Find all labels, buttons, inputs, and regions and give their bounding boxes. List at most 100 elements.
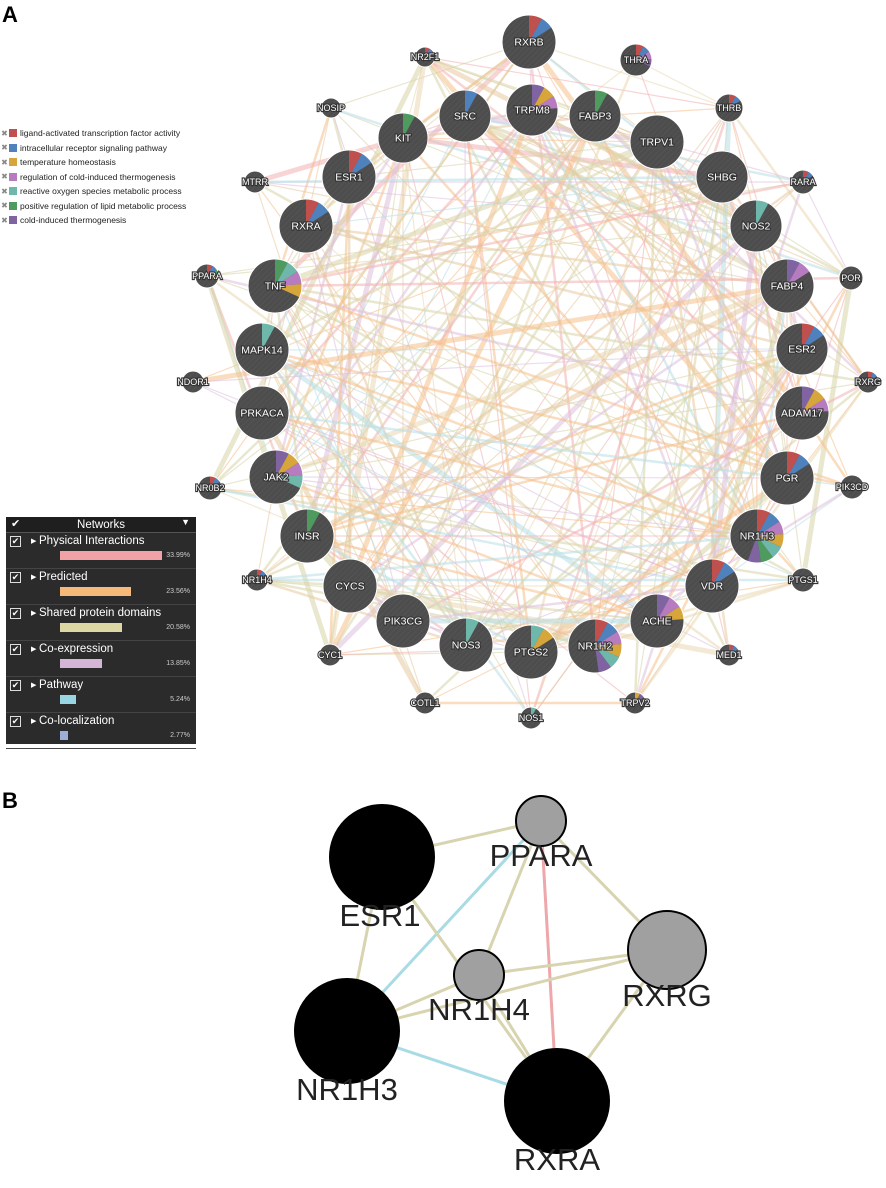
gene-node[interactable]: TRPV2 [619,691,651,715]
expand-caret-icon[interactable]: ▶ [31,574,37,581]
gene-node-outline [438,89,492,143]
gene-node[interactable]: NR1H2 [567,618,623,674]
gene-node[interactable]: ADAM17 [774,385,830,441]
remove-icon[interactable]: ✖ [1,157,8,167]
gene-node[interactable]: VDR [684,558,740,614]
gene-node[interactable]: RARA [789,169,817,195]
legend-item[interactable]: ✖intracellular receptor signaling pathwa… [0,141,186,156]
gene-node[interactable]: NOS1 [518,706,544,730]
gene-node[interactable]: MAPK14 [234,322,290,378]
gene-node[interactable]: COTL1 [409,691,441,715]
expand-caret-icon[interactable]: ▶ [31,538,37,545]
gene-node-outline [501,14,557,70]
gene-node[interactable]: NDOR1 [176,370,210,394]
function-slice [275,271,302,286]
expand-caret-icon[interactable]: ▶ [31,682,37,689]
gene-node[interactable]: PTGS1 [787,567,819,593]
gene-node[interactable]: FABP4 [759,258,815,314]
ppi-node[interactable] [627,910,707,990]
gene-node[interactable]: THRA [619,43,653,77]
networks-header[interactable]: ✔ Networks ▼ [6,517,196,533]
network-label: Co-localization [39,715,115,727]
gene-node[interactable]: NR1H3 [729,508,785,564]
gene-node[interactable]: NR0B2 [194,475,226,501]
network-checkbox[interactable]: ✔ [10,716,21,727]
remove-icon[interactable]: ✖ [1,172,8,182]
ppi-node[interactable] [329,804,435,910]
gene-node[interactable]: ESR2 [775,322,829,376]
gene-node[interactable]: ESR1 [321,149,377,205]
network-edge [273,107,333,287]
gene-node[interactable]: MED1 [715,643,743,667]
gene-node[interactable]: NR2F1 [410,46,440,68]
gene-node[interactable]: CYC1 [317,643,343,667]
network-checkbox[interactable]: ✔ [10,644,21,655]
legend-item[interactable]: ✖temperature homeostasis [0,155,186,170]
remove-icon[interactable]: ✖ [1,143,8,153]
gene-node[interactable]: RXRB [501,14,557,70]
gene-node[interactable]: PIK3CD [835,474,870,500]
gene-node[interactable]: CYCS [322,558,378,614]
gene-node[interactable]: ACHE [629,593,685,649]
gene-node[interactable]: NOS2 [729,199,783,253]
gene-node[interactable]: TRPV1 [629,114,685,170]
ppi-node[interactable] [453,949,505,1001]
gene-node[interactable]: POR [838,265,864,291]
gene-node[interactable]: TNF [247,258,303,314]
network-checkbox[interactable]: ✔ [10,680,21,691]
dropdown-arrow-icon[interactable]: ▼ [181,517,190,527]
gene-node[interactable]: THRB [714,93,744,123]
gene-node[interactable]: RXRG [854,370,882,394]
ppi-node[interactable] [515,795,567,847]
legend-item[interactable]: ✖regulation of cold-induced thermogenesi… [0,170,186,185]
ppi-node[interactable] [504,1048,610,1154]
gene-node-outline [839,474,865,500]
gene-node[interactable]: PGR [759,450,815,506]
gene-node[interactable]: RXRA [278,198,334,254]
gene-node[interactable]: NOSIP [316,97,346,119]
network-edge [349,583,596,649]
expand-caret-icon[interactable]: ▶ [31,610,37,617]
remove-icon[interactable]: ✖ [1,201,8,211]
remove-icon[interactable]: ✖ [1,186,8,196]
check-all-icon[interactable]: ✔ [11,518,21,530]
gene-node[interactable]: PTGS2 [503,624,559,680]
gene-node[interactable]: INSR [279,508,335,564]
gene-node[interactable]: MTRR [241,170,270,194]
network-checkbox[interactable]: ✔ [10,608,21,619]
expand-caret-icon[interactable]: ▶ [31,718,37,725]
gene-node[interactable]: JAK2 [248,449,304,505]
gene-node-label: ACHE [642,616,671,628]
remove-icon[interactable]: ✖ [1,128,8,138]
gene-node-label: NR1H3 [740,531,775,543]
gene-node[interactable]: TRPM8 [505,83,559,137]
network-checkbox[interactable]: ✔ [10,572,21,583]
ppi-node[interactable] [294,978,400,1084]
legend-item[interactable]: ✖ligand-activated transcription factor a… [0,126,186,141]
gene-node-outline [413,691,437,715]
gene-node[interactable]: SRC [438,89,492,143]
gene-node[interactable]: NR1H4 [241,568,273,592]
gene-node[interactable]: NOS3 [438,617,494,673]
gene-node[interactable]: FABP3 [568,89,622,143]
legend-item[interactable]: ✖reactive oxygen species metabolic proce… [0,184,186,199]
legend-item[interactable]: ✖cold-induced thermogenesis [0,213,186,228]
function-slice [802,398,829,413]
gene-node[interactable]: KIT [377,112,429,164]
function-slice [306,199,319,226]
gene-node[interactable]: PPARA [191,263,223,289]
remove-icon[interactable]: ✖ [1,215,8,225]
gene-node[interactable]: PRKACA [234,385,290,441]
gene-node[interactable]: SHBG [695,150,749,204]
legend-item[interactable]: ✖positive regulation of lipid metabolic … [0,199,186,214]
network-checkbox[interactable]: ✔ [10,536,21,547]
gene-node[interactable]: PIK3CG [375,593,431,649]
gene-node-label: ADAM17 [781,408,823,420]
expand-caret-icon[interactable]: ▶ [31,646,37,653]
